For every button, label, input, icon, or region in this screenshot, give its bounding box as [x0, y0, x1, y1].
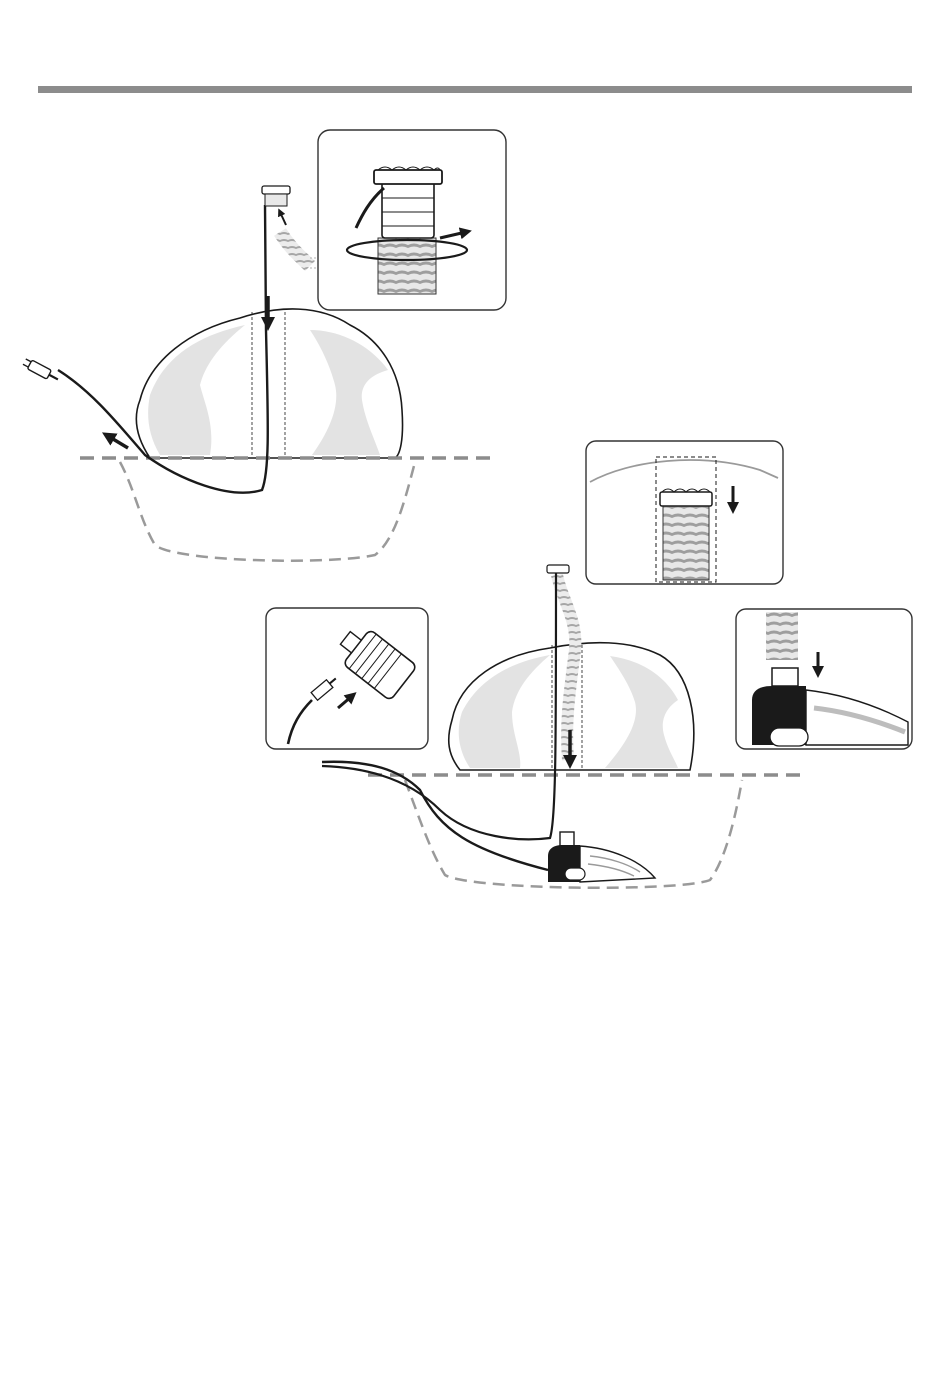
hose-to-pump-outlet-detail	[736, 609, 912, 749]
power-plug-icon	[22, 357, 60, 384]
flex-hose	[280, 232, 310, 266]
fountain-nozzle-icon	[547, 565, 569, 573]
fountain-nozzle-icon	[262, 186, 290, 206]
arrow-up-left-icon	[108, 436, 128, 448]
pump-icon	[548, 832, 655, 882]
hose-into-rock-detail	[586, 441, 783, 584]
power-plug-connection-detail	[266, 608, 428, 749]
fountain-nozzle-hose-assembly	[318, 130, 506, 310]
arrow-small-up-icon	[280, 212, 286, 225]
